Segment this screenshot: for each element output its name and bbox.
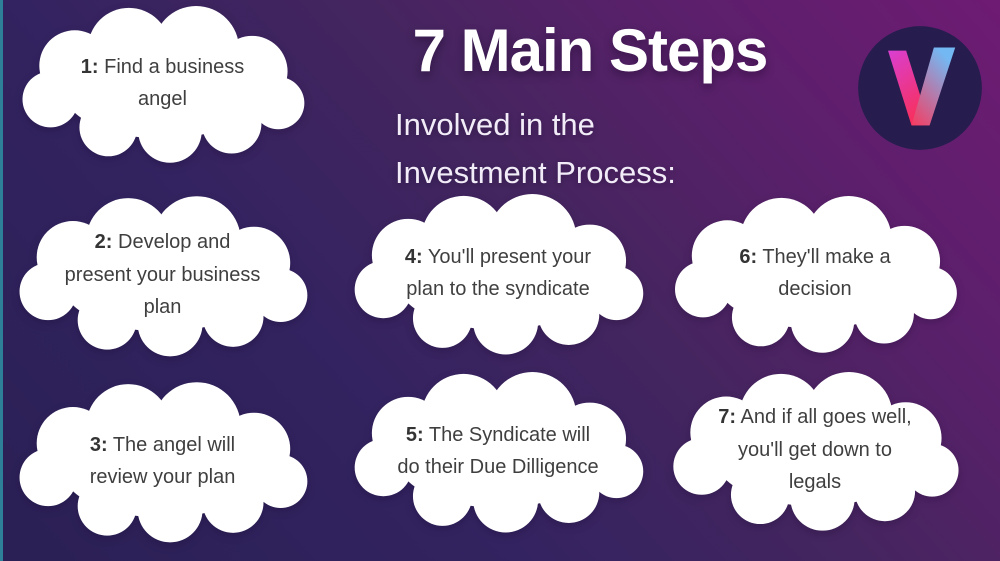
step-number: 6: xyxy=(739,245,758,268)
brand-logo xyxy=(856,24,984,152)
step-text-block: 3: The angel will review your plan xyxy=(10,382,315,554)
page-subtitle: Involved in the Investment Process: xyxy=(395,107,676,191)
step-cloud-2: 2: Develop and present your business pla… xyxy=(10,196,315,368)
step-text: The angel will review your plan xyxy=(89,433,236,488)
step-number: 3: xyxy=(89,433,108,456)
step-text-block: 2: Develop and present your business pla… xyxy=(10,196,315,368)
step-number: 7: xyxy=(718,406,737,429)
step-number: 4: xyxy=(404,245,423,268)
left-accent-strip xyxy=(0,0,3,561)
step-text: Develop and present your business plan xyxy=(64,231,261,319)
step-cloud-6: 6: They'll make a decision xyxy=(662,196,968,364)
step-text: They'll make a decision xyxy=(762,245,891,300)
step-cloud-1: 1: Find a business angel xyxy=(10,6,315,174)
step-number: 1: xyxy=(80,55,99,78)
step-text: And if all goes well, you'll get down to… xyxy=(738,406,912,494)
page-title: 7 Main Steps xyxy=(412,17,769,84)
step-text-block: 6: They'll make a decision xyxy=(662,196,968,364)
step-number: 2: xyxy=(94,231,113,254)
step-cloud-5: 5: The Syndicate will do their Due Dilli… xyxy=(342,372,654,544)
step-text-block: 4: You'll present your plan to the syndi… xyxy=(342,194,654,366)
step-text: You'll present your plan to the syndicat… xyxy=(406,245,592,300)
step-number: 5: xyxy=(405,423,424,446)
step-cloud-4: 4: You'll present your plan to the syndi… xyxy=(342,194,654,366)
step-text-block: 7: And if all goes well, you'll get down… xyxy=(662,372,968,542)
step-text: The Syndicate will do their Due Dilligen… xyxy=(397,423,599,478)
step-text: Find a business angel xyxy=(104,55,245,110)
step-cloud-7: 7: And if all goes well, you'll get down… xyxy=(662,372,968,542)
step-text-block: 5: The Syndicate will do their Due Dilli… xyxy=(342,372,654,544)
step-cloud-3: 3: The angel will review your plan xyxy=(10,382,315,554)
logo-v-icon xyxy=(858,26,982,150)
step-text-block: 1: Find a business angel xyxy=(10,6,315,174)
